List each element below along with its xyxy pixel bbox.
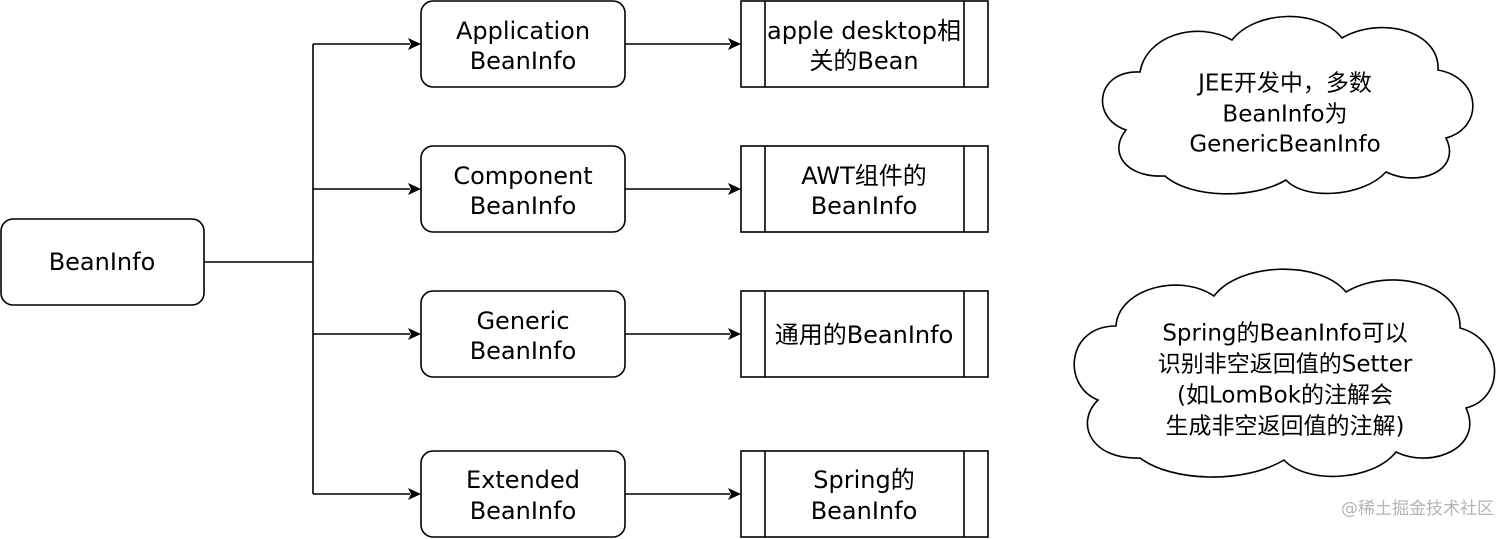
process-box [740,450,989,538]
child-node-label-line-1: Generic [476,307,569,335]
child-node-label-line-1: Application [456,17,590,45]
root-node-label: BeanInfo [49,248,156,276]
child-node-label-line-2: BeanInfo [470,497,577,525]
process-box [740,0,989,88]
cloud-note-line-3: GenericBeanInfo [1189,132,1380,158]
description-box-extended: Spring的 BeanInfo [740,450,989,538]
child-node-box [420,450,626,538]
child-node-label-line-2: BeanInfo [470,337,577,365]
description-box-application: apple desktop相 关的Bean [740,0,989,88]
description-line-1: AWT组件的 [801,162,927,190]
root-node: BeanInfo [0,218,205,306]
cloud-note-line-1: Spring的BeanInfo可以 [1162,321,1407,347]
cloud-note-line-2: BeanInfo为 [1222,102,1347,128]
cloud-shape [1073,268,1496,478]
cloud-note-line-3: (如LomBok的注解会 [1177,383,1393,409]
process-box [740,290,989,378]
cloud-note-line-4: 生成非空返回值的注解) [1166,414,1405,440]
description-line-1: 通用的BeanInfo [775,321,954,349]
arrowhead-desc-4 [728,488,741,500]
child-node-label-line-2: BeanInfo [470,192,577,220]
arrowhead-child-3 [408,328,421,340]
child-node-generic: Generic BeanInfo [420,290,626,378]
arrowhead-desc-1 [728,38,741,50]
cloud-shape [1101,15,1474,195]
child-node-application: Application BeanInfo [420,0,626,88]
arrowhead-child-2 [408,183,421,195]
description-line-2: BeanInfo [811,192,918,220]
child-node-box [420,290,626,378]
description-line-2: BeanInfo [811,497,918,525]
description-box-component: AWT组件的 BeanInfo [740,145,989,233]
cloud-note-line-2: 识别非空返回值的Setter [1158,352,1413,378]
arrowhead-desc-2 [728,183,741,195]
description-line-1: apple desktop相 [767,17,961,45]
description-line-2: 关的Bean [809,47,918,75]
child-node-label-line-1: Component [453,162,592,190]
child-node-box [420,0,626,88]
arrowhead-child-1 [408,38,421,50]
root-node-box [0,218,205,306]
arrowhead-desc-3 [728,328,741,340]
connector-layer [204,38,741,500]
child-node-extended: Extended BeanInfo [420,450,626,538]
child-node-component: Component BeanInfo [420,145,626,233]
child-node-label-line-2: BeanInfo [470,47,577,75]
child-node-label-line-1: Extended [466,466,580,494]
process-box [740,145,989,233]
cloud-note-line-1: JEE开发中，多数 [1196,71,1372,97]
watermark-text: @稀土掘金技术社区 [1341,499,1494,519]
description-box-generic: 通用的BeanInfo [740,290,989,378]
cloud-note-jee: JEE开发中，多数 BeanInfo为 GenericBeanInfo [1101,15,1474,195]
cloud-note-spring: Spring的BeanInfo可以 识别非空返回值的Setter (如LomBo… [1073,268,1496,478]
child-node-box [420,145,626,233]
description-line-1: Spring的 [813,466,914,494]
arrowhead-child-4 [408,488,421,500]
